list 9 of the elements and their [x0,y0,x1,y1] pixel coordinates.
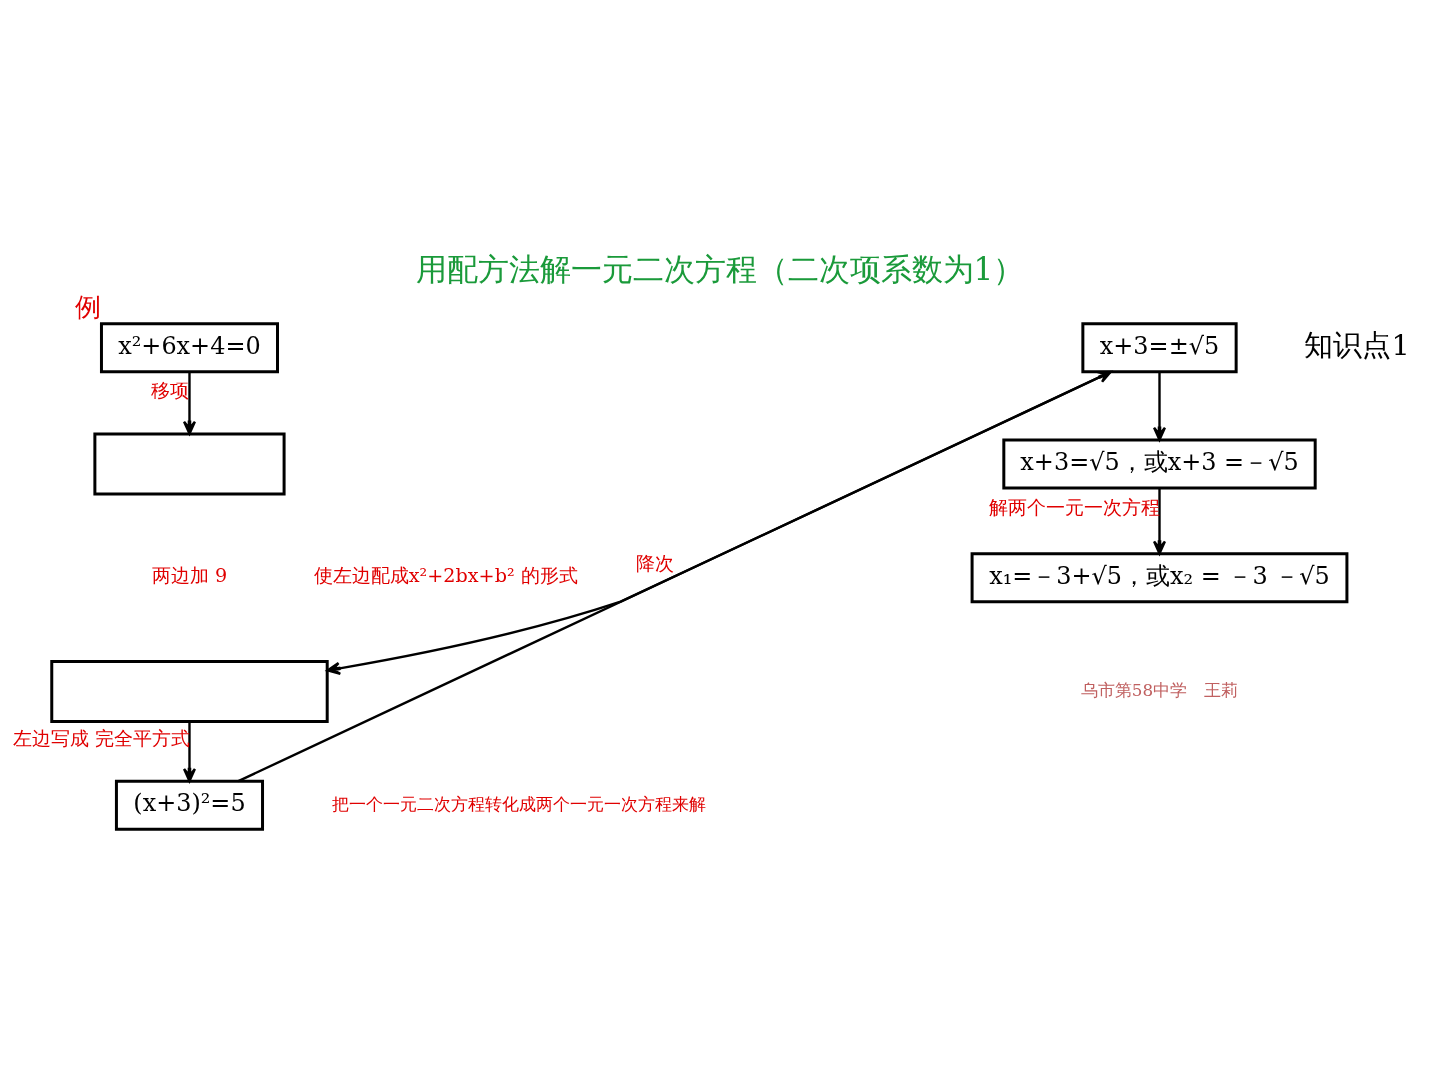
label: 使左边配成x²+2bx+b² 的形式 [313,564,578,588]
edge-label: 降次 [636,552,675,576]
label: 乌市第58中学 王莉 [1080,679,1239,700]
node-label: 例 [75,292,102,323]
label: 两边加 9 [151,564,228,588]
label: 把一个一元二次方程转化成两个一元一次方程来解 [331,793,706,814]
diagram-title: 用配方法解一元二次方程（二次项系数为1） [415,251,1025,288]
label: 知识点1 [1304,328,1410,363]
edge-label: 移项 [151,378,190,402]
